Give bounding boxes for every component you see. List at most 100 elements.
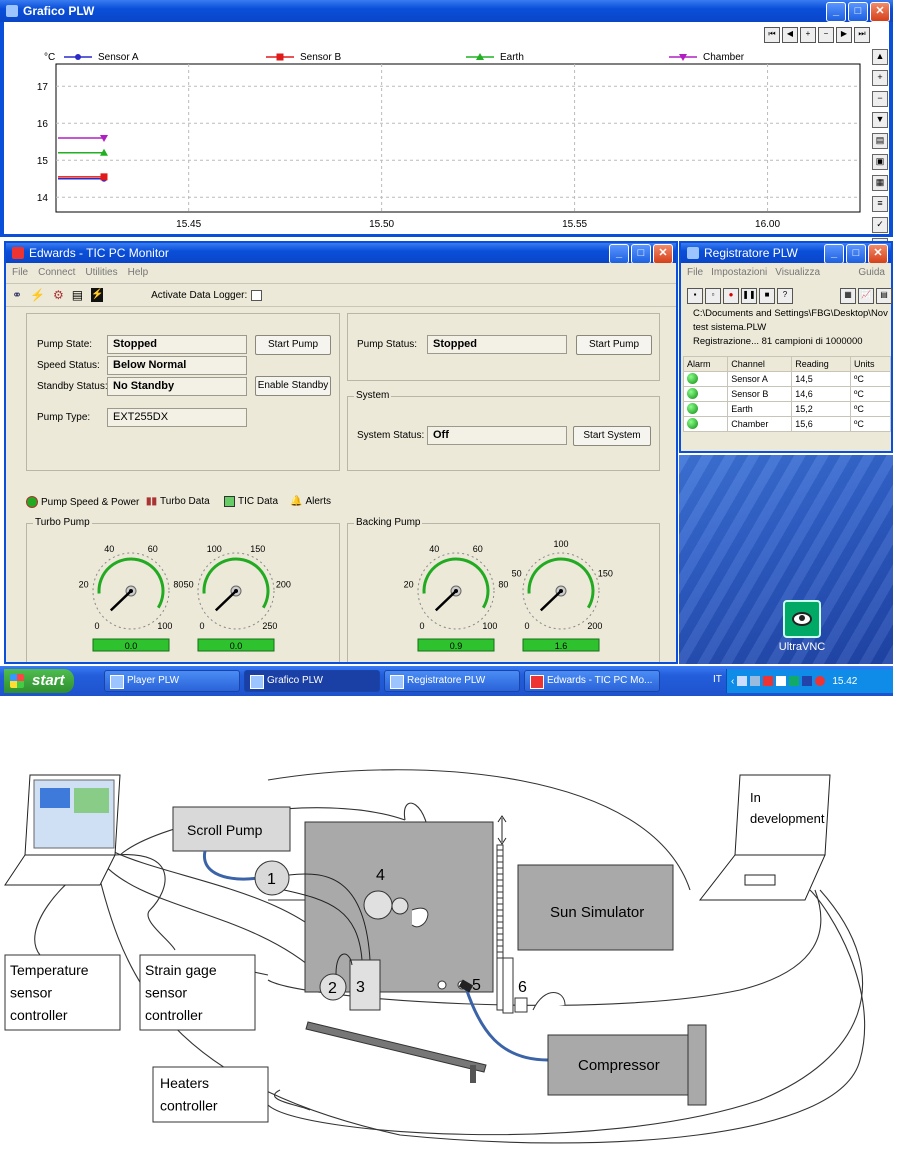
table-view-icon[interactable]: ▦ bbox=[840, 288, 856, 304]
ultravnc-shortcut[interactable]: UltraVNC bbox=[772, 600, 832, 660]
scroll-up-icon[interactable]: ▲ bbox=[872, 49, 888, 65]
gauge-tick-label: 0 bbox=[420, 621, 425, 631]
logger-icon[interactable]: ⚡ bbox=[91, 288, 104, 302]
close-button[interactable]: ✕ bbox=[870, 2, 890, 22]
minimize-button[interactable]: _ bbox=[824, 244, 844, 264]
tray-edwards-icon[interactable] bbox=[815, 676, 826, 686]
maximize-button[interactable]: □ bbox=[846, 244, 866, 264]
tray-network-icon[interactable] bbox=[737, 676, 748, 686]
legend-label: Earth bbox=[500, 52, 524, 63]
close-button[interactable]: ✕ bbox=[653, 244, 673, 264]
taskbar-item-edwards-tic[interactable]: Edwards - TIC PC Mo... bbox=[524, 670, 660, 692]
minimize-button[interactable]: _ bbox=[826, 2, 846, 22]
tray-arrow-icon[interactable]: ‹ bbox=[731, 675, 735, 687]
start-pump-button[interactable]: Start Pump bbox=[255, 335, 331, 355]
table-row[interactable]: Chamber 15,6 ºC bbox=[682, 416, 891, 432]
table-row[interactable]: Earth 15,2 ºC bbox=[682, 401, 891, 417]
record-icon[interactable]: ● bbox=[723, 288, 739, 304]
data-logger-checkbox[interactable] bbox=[251, 289, 263, 301]
next-page-icon[interactable]: ▶ bbox=[836, 27, 852, 43]
menu-file[interactable]: File bbox=[12, 266, 29, 278]
zoom-out-icon[interactable]: − bbox=[818, 27, 834, 43]
cable bbox=[267, 889, 863, 1136]
chart-view-icon[interactable]: 📈 bbox=[858, 288, 874, 304]
tray-network-icon[interactable] bbox=[750, 676, 761, 686]
tray-vnc-icon[interactable] bbox=[789, 676, 800, 686]
print-icon[interactable]: ▦ bbox=[872, 175, 888, 191]
scroll-down-icon[interactable]: ▼ bbox=[872, 112, 888, 128]
check-icon[interactable]: ✓ bbox=[872, 217, 888, 233]
zoom-in-y-icon[interactable]: + bbox=[872, 70, 888, 86]
maximize-button[interactable]: □ bbox=[631, 244, 651, 264]
menu-help[interactable]: Help bbox=[127, 266, 149, 278]
stop-icon[interactable]: ■ bbox=[759, 288, 775, 304]
taskbar-item-registratore-plw[interactable]: Registratore PLW bbox=[384, 670, 520, 692]
taskbar-item-player-plw[interactable]: Player PLW bbox=[104, 670, 240, 692]
menu-utilities[interactable]: Utilities bbox=[85, 266, 118, 278]
new-icon[interactable]: ▪ bbox=[687, 288, 703, 304]
last-page-icon[interactable]: ⏭ bbox=[854, 27, 870, 43]
save-icon[interactable]: ▣ bbox=[872, 154, 888, 170]
start-label: start bbox=[32, 672, 65, 689]
menu-impostazioni[interactable]: Impostazioni bbox=[711, 266, 768, 278]
maximize-button[interactable]: □ bbox=[848, 2, 868, 22]
start-pump-2-button[interactable]: Start Pump bbox=[576, 335, 652, 355]
legend-marker bbox=[679, 54, 687, 61]
legend-icon[interactable]: ≡ bbox=[872, 196, 888, 212]
menu-guida[interactable]: Guida bbox=[858, 266, 885, 278]
column-header[interactable]: Channel bbox=[727, 356, 793, 372]
open-file-icon[interactable]: ▤ bbox=[872, 133, 888, 149]
table-row[interactable]: Sensor B 14,6 ºC bbox=[682, 386, 891, 402]
reading-cell: 15,2 bbox=[791, 401, 852, 417]
column-header[interactable]: Reading bbox=[791, 356, 852, 372]
tab-tic-data[interactable]: TIC Data bbox=[224, 496, 278, 507]
tray-app-icon[interactable] bbox=[776, 676, 787, 686]
menu-file[interactable]: File bbox=[687, 266, 704, 278]
help-icon[interactable]: ? bbox=[777, 288, 793, 304]
tray-monitor-icon[interactable] bbox=[802, 676, 813, 686]
minimize-button[interactable]: _ bbox=[609, 244, 629, 264]
first-page-icon[interactable]: ⏮ bbox=[764, 27, 780, 43]
compressor-hose bbox=[464, 987, 549, 1062]
gauge-tick-label: 50 bbox=[184, 579, 194, 589]
tic-window-titlebar[interactable]: Edwards - TIC PC Monitor _ □ ✕ bbox=[6, 243, 676, 264]
clock[interactable]: 15.42 bbox=[832, 675, 858, 687]
pause-icon[interactable]: ❚❚ bbox=[741, 288, 757, 304]
system-group-title: System bbox=[354, 390, 392, 401]
enable-standby-button[interactable]: Enable Standby bbox=[255, 376, 331, 396]
prev-page-icon[interactable]: ◀ bbox=[782, 27, 798, 43]
channel-cell: Earth bbox=[727, 401, 793, 417]
properties-icon[interactable]: ▤ bbox=[71, 288, 84, 302]
language-indicator[interactable]: IT bbox=[713, 674, 722, 685]
table-row[interactable]: Sensor A 14,5 ºC bbox=[682, 371, 891, 387]
recorder-titlebar[interactable]: Registratore PLW _ □ ✕ bbox=[681, 243, 891, 264]
tab-pump-speed-power[interactable]: Pump Speed & Power bbox=[26, 496, 139, 508]
chart-window-titlebar[interactable]: Grafico PLW _ □ ✕ bbox=[0, 0, 893, 22]
tray-antivirus-icon[interactable] bbox=[763, 676, 774, 686]
signal-icon[interactable]: ⚡ bbox=[30, 288, 46, 302]
settings-icon[interactable]: ⚙ bbox=[53, 288, 64, 302]
start-button[interactable]: start bbox=[4, 669, 74, 693]
right-laptop bbox=[698, 774, 831, 901]
column-header[interactable]: Alarm bbox=[682, 356, 729, 372]
zoom-out-y-icon[interactable]: − bbox=[872, 91, 888, 107]
column-header[interactable]: Units bbox=[850, 356, 891, 372]
menu-connect[interactable]: Connect bbox=[38, 266, 76, 278]
connect-icon[interactable]: ⚭ bbox=[12, 288, 23, 302]
gauge-tick-label: 0 bbox=[95, 621, 100, 631]
zoom-in-icon[interactable]: + bbox=[800, 27, 816, 43]
start-system-button[interactable]: Start System bbox=[573, 426, 651, 446]
tab-turbo-data[interactable]: ▮▮ Turbo Data bbox=[146, 496, 210, 507]
gauge-tick-label: 20 bbox=[404, 579, 414, 589]
list-view-icon[interactable]: ▤ bbox=[876, 288, 892, 304]
menu-visualizza[interactable]: Visualizza bbox=[775, 266, 821, 278]
gauge-tick-label: 250 bbox=[262, 621, 277, 631]
pump-status-label: Pump Status: bbox=[357, 339, 418, 350]
close-button[interactable]: ✕ bbox=[868, 244, 888, 264]
ultravnc-label: UltraVNC bbox=[778, 641, 826, 653]
tab-alerts[interactable]: 🔔 Alerts bbox=[290, 496, 331, 507]
taskbar-item-grafico-plw[interactable]: Grafico PLW bbox=[244, 670, 380, 692]
open-icon[interactable]: ▫ bbox=[705, 288, 721, 304]
speed-status-field: Below Normal bbox=[107, 356, 247, 375]
